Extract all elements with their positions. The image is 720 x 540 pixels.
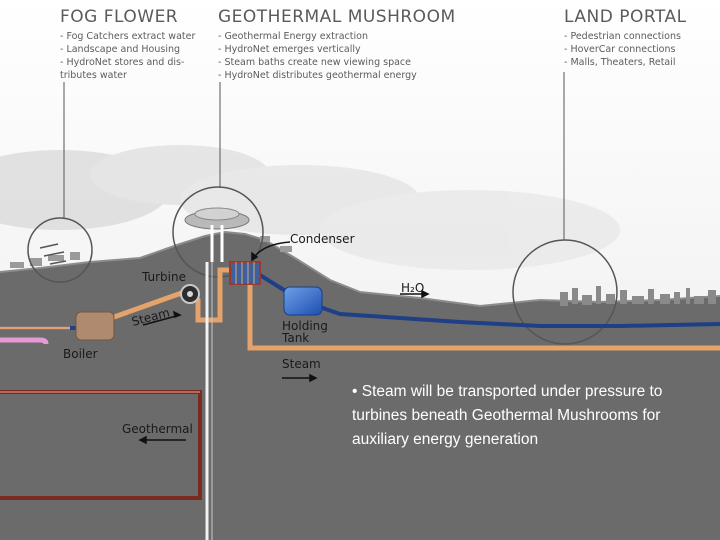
land-portal-item: - Pedestrian connections	[564, 31, 681, 42]
geothermal-mushroom-title: GEOTHERMAL MUSHROOM	[218, 7, 456, 27]
boiler-outlet	[0, 337, 49, 345]
fog-flower-item: - HydroNet stores and dis-	[60, 57, 184, 68]
leader-lines	[63, 72, 565, 240]
holding-tank-label: Tank	[281, 331, 309, 345]
turbine-hub	[187, 291, 193, 297]
land-portal-item: - Malls, Theaters, Retail	[564, 57, 676, 68]
boiler-label: Boiler	[63, 347, 98, 361]
geothermal-label: Geothermal	[122, 422, 193, 436]
geothermal-mushroom-item: - HydroNet distributes geothermal energy	[218, 70, 417, 81]
hillside-housing	[10, 236, 292, 268]
turbine-label: Turbine	[141, 270, 186, 284]
fog-flower-item: - Fog Catchers extract water	[60, 31, 195, 42]
boiler	[75, 311, 115, 341]
land-portal-title: LAND PORTAL	[564, 7, 687, 27]
fog-flower-item: tributes water	[60, 70, 127, 81]
steam-lower-label: Steam	[282, 357, 321, 371]
geothermal-mushroom-item: - Geothermal Energy extraction	[218, 31, 368, 42]
geothermal-mushroom-item: - HydroNet emerges vertically	[218, 44, 361, 55]
condenser-label: Condenser	[290, 232, 355, 246]
land-portal-item: - HoverCar connections	[564, 44, 675, 55]
land-portal-circle	[512, 239, 618, 345]
holding-tank	[283, 286, 323, 316]
steam-transport-note: • Steam will be transported under pressu…	[352, 383, 663, 448]
flow-arrows	[138, 241, 430, 445]
fog-flower-item: - Landscape and Housing	[60, 44, 180, 55]
h2o-label: H₂O	[401, 281, 424, 295]
fog-catcher-structures	[39, 243, 67, 265]
fog-clouds	[0, 145, 620, 270]
geothermal-mushroom-item: - Steam baths create new viewing space	[218, 57, 411, 68]
holding-tank-label: Holding	[282, 319, 328, 333]
steam-return-pipe	[247, 272, 720, 351]
mushroom-canopy	[184, 207, 250, 262]
fog-flower-title: FOG FLOWER	[60, 7, 178, 27]
city-skyline	[560, 286, 716, 306]
condenser	[229, 261, 261, 285]
ground-terrain	[0, 232, 720, 540]
fog-flower-circle	[27, 217, 93, 283]
